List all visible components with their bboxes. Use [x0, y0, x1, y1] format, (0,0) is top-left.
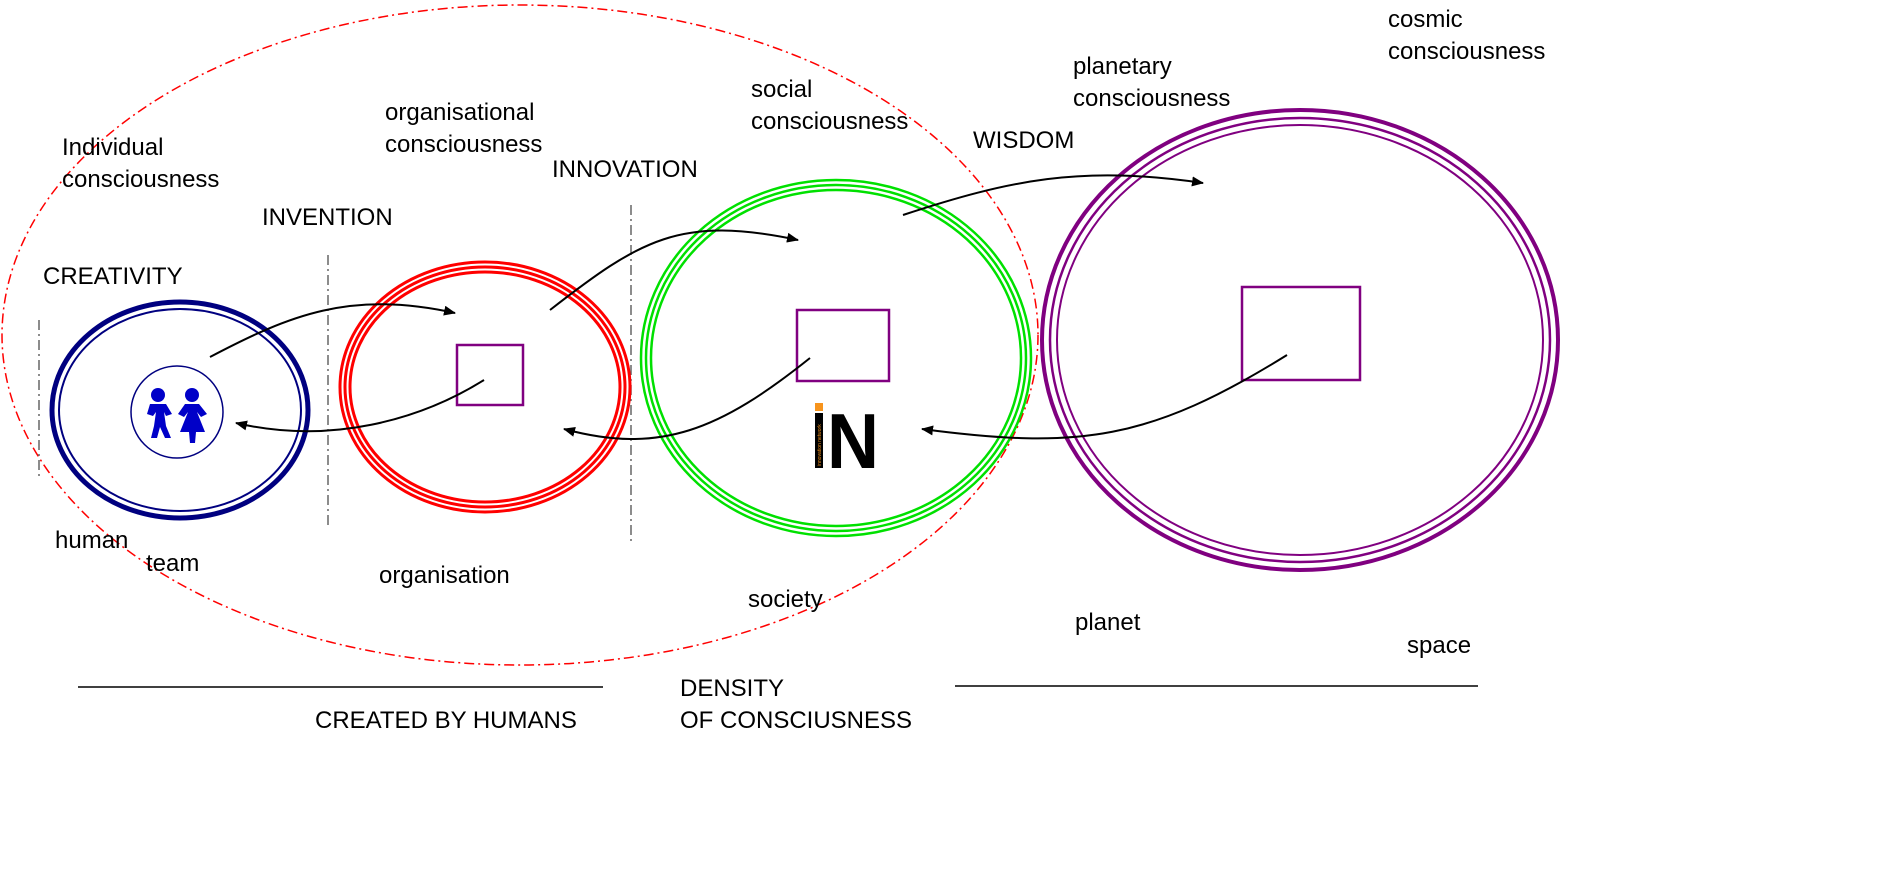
society-box — [795, 308, 891, 383]
social-consciousness-label: social consciousness — [751, 76, 909, 135]
arrow-organisation-to-society — [549, 229, 799, 311]
logo-tagline: innovation network — [817, 424, 823, 466]
arrow-planet-to-society — [921, 354, 1288, 440]
society-circle — [639, 178, 1033, 538]
logo-letter: N — [827, 397, 879, 485]
arrow-human-to-organisation — [209, 303, 456, 358]
arrow-organisation-to-human — [235, 379, 485, 433]
density-of-consciousness-label: DENSITY OF CONSCIUSNESS — [680, 675, 913, 734]
wisdom-label: WISDOM — [973, 127, 1075, 154]
organisation-label: organisation — [379, 562, 510, 589]
cosmic-consciousness-label: cosmic consciousness — [1388, 6, 1546, 65]
innovation-network-logo: N innovation network — [815, 397, 879, 485]
planet-box — [1240, 285, 1362, 382]
created-by-humans-boundary — [1, 4, 1039, 666]
team-icon — [130, 365, 224, 459]
space-label: space — [1407, 632, 1472, 659]
individual-consciousness-label: Individual consciousness — [62, 134, 220, 193]
organisation-box — [455, 343, 525, 407]
human-label: human — [55, 527, 129, 554]
organisational-consciousness-label: organisational consciousness — [385, 99, 543, 158]
society-label: society — [748, 586, 823, 613]
planet-circle — [1040, 108, 1560, 572]
planet-label: planet — [1075, 609, 1141, 636]
human-circle — [49, 299, 311, 521]
team-label: team — [146, 550, 200, 577]
organisation-circle — [338, 260, 632, 514]
innovation-label: INNOVATION — [552, 156, 698, 183]
arrow-society-to-organisation — [563, 357, 811, 440]
arrow-society-to-planet — [902, 174, 1204, 216]
invention-label: INVENTION — [262, 204, 393, 231]
planetary-consciousness-label: planetary consciousness — [1073, 53, 1231, 112]
creativity-label: CREATIVITY — [43, 263, 183, 290]
created-by-humans-label: CREATED BY HUMANS — [315, 707, 577, 734]
